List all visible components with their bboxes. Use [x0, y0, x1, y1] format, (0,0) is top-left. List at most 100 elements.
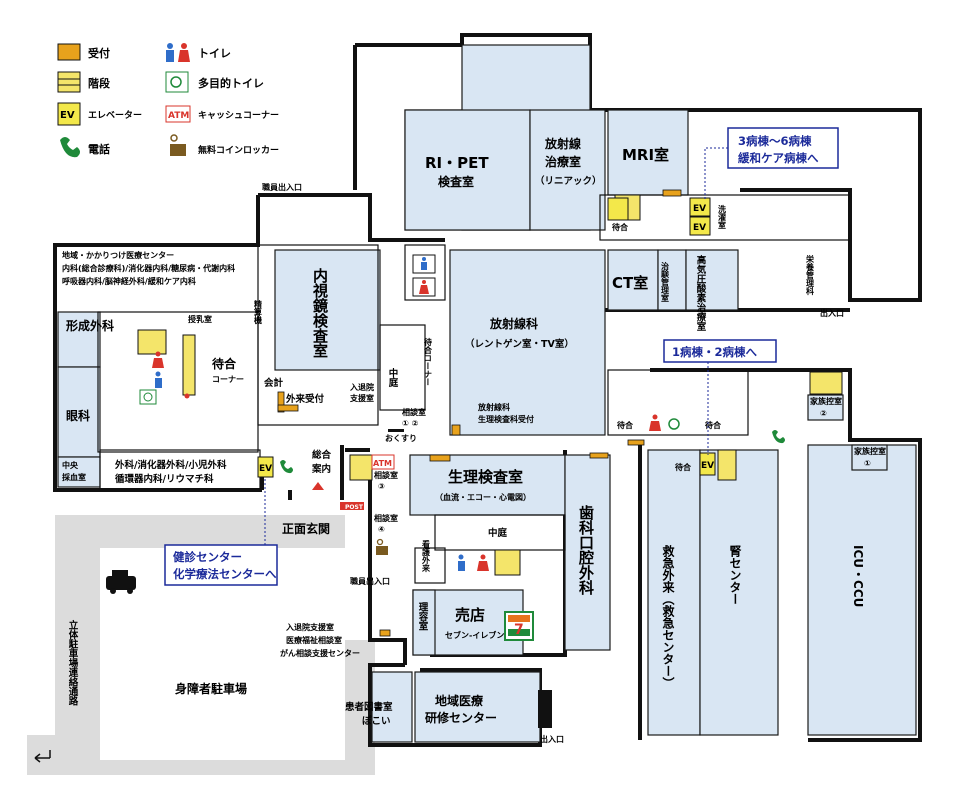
phone-icon	[280, 430, 785, 474]
accessible-toilet-icon	[165, 71, 189, 93]
parking-path-label: 立体駐車場連絡通路	[67, 619, 79, 706]
locker-icon	[376, 538, 388, 555]
ct-label: CT室	[612, 274, 648, 292]
ev-label: EV	[693, 223, 706, 233]
callout-health-center-2: 化学療法センターへ	[173, 567, 277, 581]
outpatient-reception-label: 外来受付	[285, 393, 325, 405]
legend-reception: 受付	[88, 46, 110, 60]
emergency-label: 救急外来（救急センター）	[661, 544, 675, 689]
waiting-b-label: 待合	[616, 420, 634, 430]
exit-bottom-label: 出入口	[540, 734, 564, 744]
radiology-label: 放射線科	[489, 316, 538, 331]
pharmacy-counter-icon	[388, 429, 404, 432]
consult-4-label: 相談室	[374, 513, 398, 523]
consult-3-label-2: ③	[378, 482, 385, 491]
callout-wards-3-6: 3病棟～6病棟	[738, 134, 812, 148]
ev-label: EV	[259, 464, 272, 474]
legend-elevator: エレベーター	[88, 109, 142, 121]
toilet-icon	[649, 414, 661, 431]
training-label-2: 研修センター	[425, 710, 497, 725]
atm-badge: ATM	[168, 111, 189, 121]
map-icons: ATM POST 7	[34, 254, 785, 763]
radiotherapy-label-3: （リニアック）	[535, 175, 602, 187]
eye-label: 眼科	[66, 408, 90, 423]
courtyard-2-label: 中庭	[488, 527, 508, 539]
toilet-icon	[166, 43, 190, 62]
entrance-marker-icon	[312, 482, 324, 490]
courtyard-1-label: 中庭	[387, 367, 399, 388]
toilet-icon	[152, 351, 190, 399]
legend-accessible-toilet: 多目的トイレ	[198, 76, 264, 90]
consult-12-label-2: ① ②	[402, 419, 419, 428]
waiting-c-label: 待合	[704, 420, 722, 430]
stairs-icon	[57, 71, 81, 93]
waiting-corner-label: 待合コーナー	[423, 337, 433, 386]
info-label-2: 案内	[311, 463, 331, 475]
reception-markers	[277, 189, 682, 637]
consult-12-label: 相談室	[402, 407, 426, 417]
accounting-machine-label: 精算機	[254, 299, 263, 325]
icu-label: ICU・CCU	[851, 545, 865, 607]
physio-label-2: （血流・エコー・心電図）	[435, 492, 531, 502]
family-1-label-2: ①	[864, 459, 871, 468]
trial-label: 治験管理室	[660, 261, 670, 303]
callouts: 3病棟～6病棟 緩和ケア病棟へ 1病棟・2病棟へ 健診センター 化学療法センター…	[164, 127, 839, 586]
ri-pet-label: RI・PET	[425, 154, 489, 172]
barber-label: 理容室	[417, 602, 430, 631]
nutrition-label: 栄養管理科	[805, 254, 815, 296]
radiology-label-2: （レントゲン室・TV室）	[465, 338, 574, 350]
labels: RI・PET 検査室 放射線 治療室 （リニアック） MRI室 CT室 治験管理…	[62, 136, 886, 744]
laundry-label: 洗濯室	[718, 204, 727, 230]
consult-4-label-2: ④	[378, 525, 385, 534]
main-entrance-label: 正面玄関	[282, 521, 330, 536]
staff-entrance-2-label: 職員出入口	[350, 576, 390, 586]
seven-eleven-label: 7	[514, 622, 524, 638]
phone-icon	[60, 137, 80, 158]
legend-atm: キャッシュコーナー	[198, 110, 279, 121]
surgery-label: 外科/消化器外科/小児外科	[114, 459, 227, 471]
toilet-icon	[458, 554, 489, 571]
accessible-toilet-icon	[139, 389, 157, 405]
library-label-2: ぽこい	[362, 715, 391, 727]
elevator-icon	[57, 102, 81, 126]
family-2-label: 家族控室	[810, 396, 842, 406]
training-label: 地域医療	[435, 693, 483, 708]
stairs-blocks	[137, 194, 843, 576]
kidney-label: 腎センター	[728, 544, 742, 605]
admission-small-label-2: 支援室	[349, 393, 374, 403]
hyperbaric-label: 高気圧酸素治療室	[695, 254, 708, 331]
library-label: 患者図書室	[345, 701, 393, 713]
radiology-reception: 放射線科	[477, 402, 510, 412]
dental-label: 歯科口腔外科	[577, 504, 595, 596]
admission-label-2: 医療福祉相談室	[286, 635, 342, 645]
nursing-room-label: 授乳室	[188, 314, 212, 324]
disabled-parking-label: 身障者駐車場	[175, 681, 247, 696]
post-icon: POST	[340, 502, 364, 511]
pharmacy-label: おくすり	[385, 434, 417, 443]
surgery-label-2: 循環器内科/リウマチ科	[115, 473, 214, 485]
waiting-d-label: 待合	[674, 462, 692, 472]
callout-wards-3-6-2: 緩和ケア病棟へ	[738, 151, 819, 165]
atm-icon: ATM	[371, 454, 395, 470]
post-label: POST	[345, 504, 364, 511]
elevators: EV EV EV EV	[257, 197, 716, 478]
nursing-outpatient-label: 看護外来	[421, 539, 431, 573]
atm-map-label: ATM	[373, 459, 392, 468]
waiting-a-label: 待合	[611, 222, 629, 232]
callout-health-center: 健診センター	[173, 550, 242, 564]
blood-label: 中央	[62, 460, 79, 470]
shop-label: 売店	[455, 606, 485, 624]
mri-label: MRI室	[622, 146, 669, 164]
endoscopy-label: 内視鏡検査室	[311, 267, 329, 358]
radiology-reception-2: 生理検査科受付	[478, 414, 534, 424]
blood-label-2: 採血室	[62, 472, 86, 482]
admission-small-label: 入退院	[349, 382, 374, 392]
family-1-label: 家族控室	[854, 446, 886, 456]
plastic-label: 形成外科	[66, 318, 114, 333]
exit-right-label: 出入口	[820, 308, 844, 318]
legend-toilet: トイレ	[198, 47, 231, 60]
admission-label: 入退院支援室	[285, 622, 334, 632]
exit-door-icon	[538, 690, 552, 728]
consult-3-label: 相談室	[374, 470, 398, 480]
ev-label: EV	[693, 204, 706, 214]
